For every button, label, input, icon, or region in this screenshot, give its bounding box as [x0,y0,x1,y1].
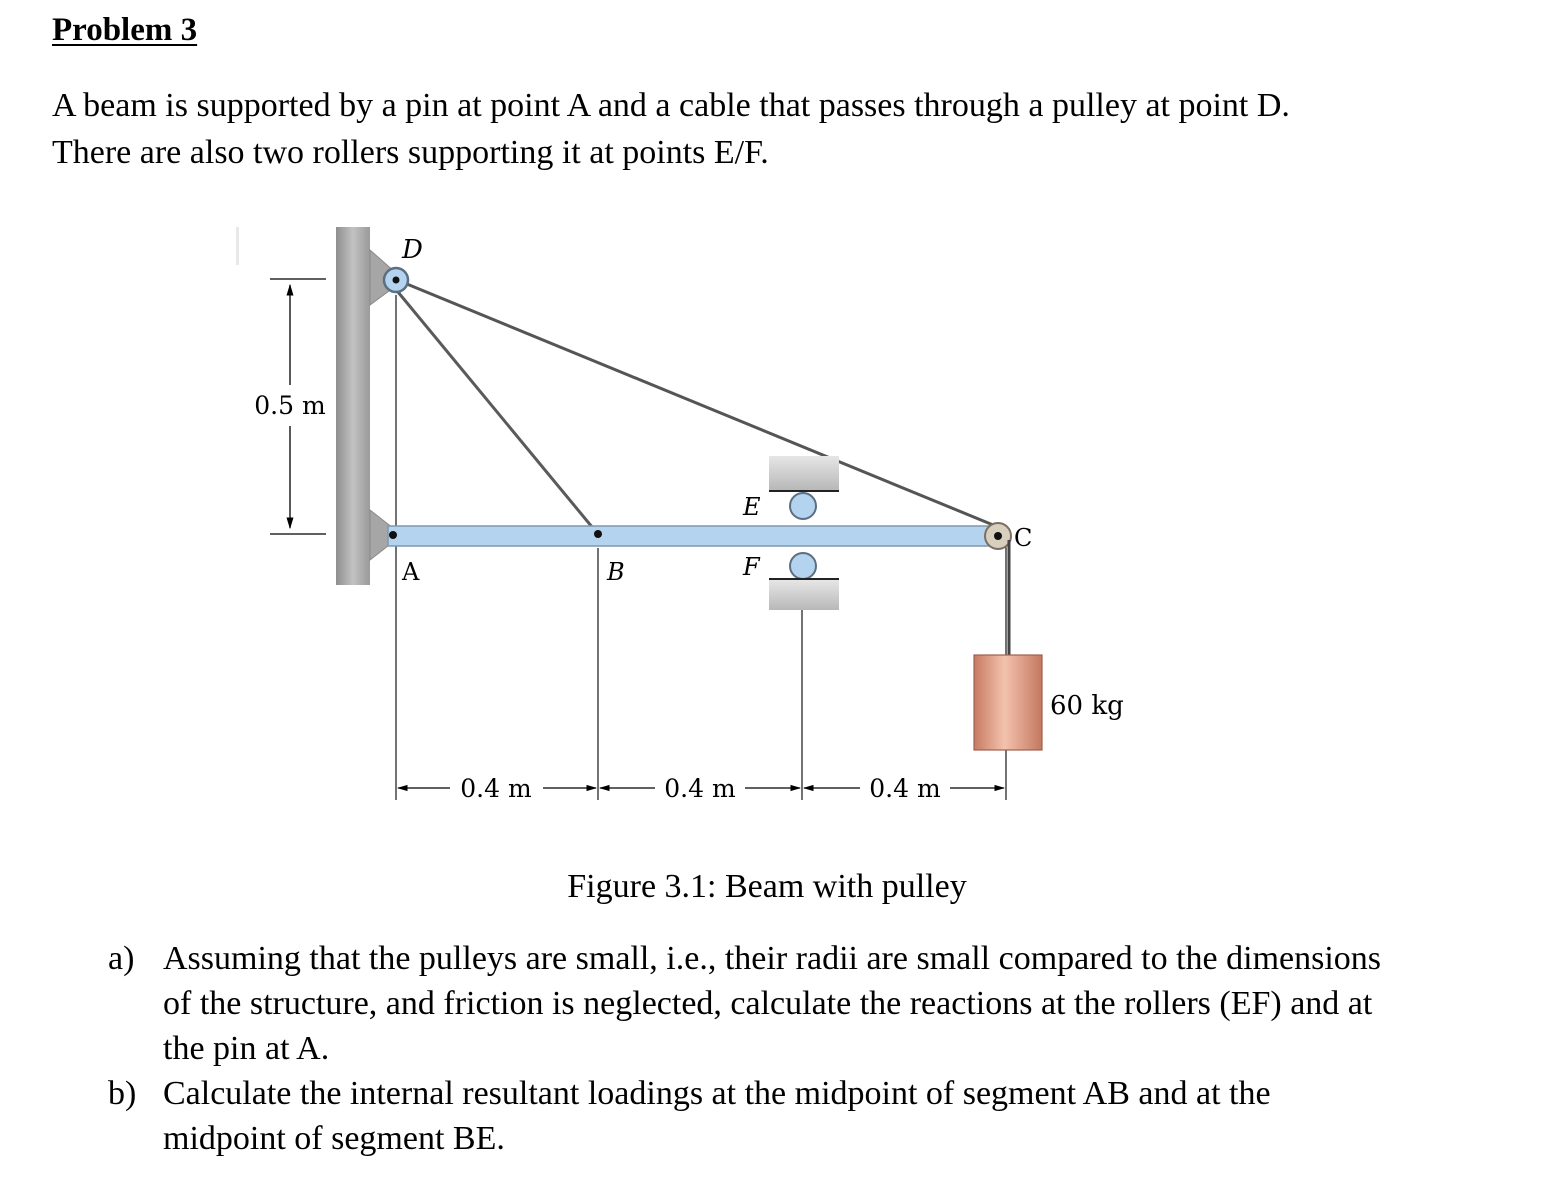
roller-plate-f [769,580,839,610]
question-b: b) Calculate the internal resultant load… [108,1071,1528,1161]
beam-pulley-figure: 0.5 m D A B C E F 60 kg [236,227,1124,803]
span-ab-label: 0.4 m [460,774,532,803]
question-marker: a) [108,940,135,977]
height-dimension: 0.5 m [254,278,326,535]
question-line: Calculate the internal resultant loading… [163,1075,1271,1112]
label-e: E [742,493,761,521]
label-b: B [606,558,625,586]
cable-dc [401,280,999,529]
problem-statement-line: A beam is supported by a pin at point A … [52,87,1290,124]
pin-bracket-a [369,508,403,562]
problem-statement-line: There are also two rollers supporting it… [52,134,769,171]
pulley-c-axle [994,532,1002,540]
question-line: the pin at A. [163,1030,330,1067]
label-f: F [742,553,761,581]
height-dimension-label: 0.5 m [254,391,326,420]
question-text: Assuming that the pulleys are small, i.e… [163,936,1528,1071]
question-a: a) Assuming that the pulleys are small, … [108,936,1528,1071]
question-line: midpoint of segment BE. [163,1120,505,1157]
mass-block [973,654,1043,751]
label-d: D [401,235,423,265]
span-be-label: 0.4 m [664,774,736,803]
question-line: of the structure, and friction is neglec… [163,985,1373,1022]
span-dimensions: 0.4 m 0.4 m 0.4 m [396,774,1006,803]
beam [387,525,1003,547]
question-list: a) Assuming that the pulleys are small, … [108,936,1528,1161]
label-a: A [401,558,420,586]
problem-statement: A beam is supported by a pin at point A … [52,82,1492,176]
question-line: Assuming that the pulleys are small, i.e… [163,940,1382,977]
mass-label: 60 kg [1050,691,1124,721]
roller-e [789,492,817,520]
problem-title: Problem 3 [52,12,198,48]
question-marker: b) [108,1075,137,1112]
joint-b [594,530,602,538]
strut-db [396,291,599,534]
pulley-d-axle [392,276,400,284]
label-c: C [1014,524,1032,552]
wall [336,227,370,585]
roller-plate-e [769,456,839,490]
question-text: Calculate the internal resultant loading… [163,1071,1528,1161]
figure-caption: Figure 3.1: Beam with pulley [567,868,967,905]
pin-a [389,531,397,539]
roller-f [789,552,817,580]
span-ec-label: 0.4 m [869,774,941,803]
faint-mark [236,227,239,265]
